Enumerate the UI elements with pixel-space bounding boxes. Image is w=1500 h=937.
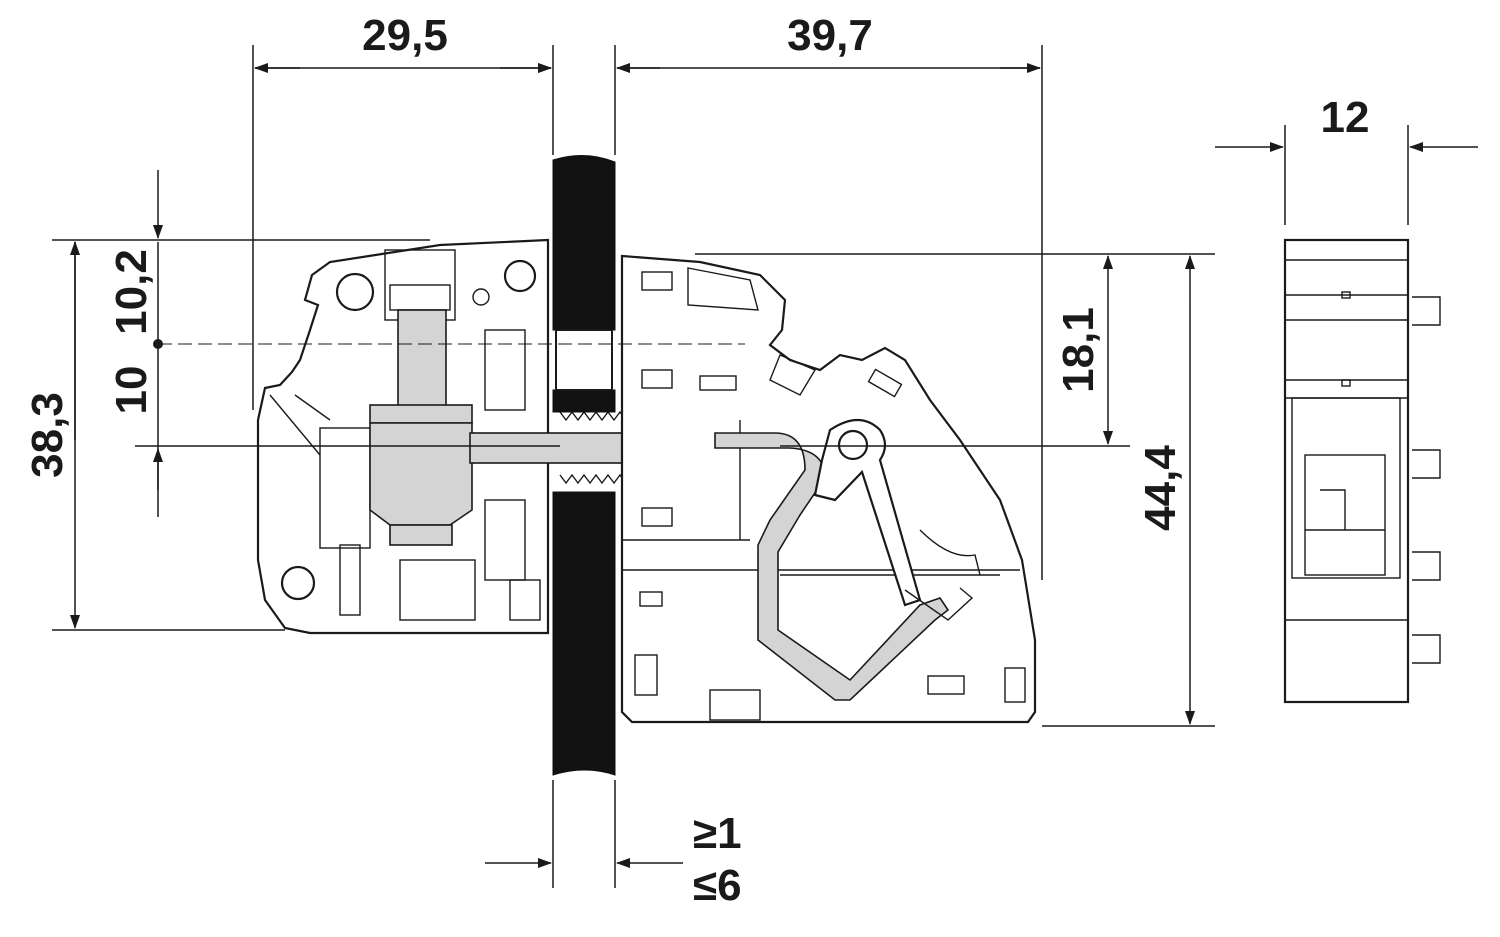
- side-view: [1283, 238, 1441, 704]
- left-housing: [256, 238, 550, 635]
- dim-side-view-width: 12: [1321, 93, 1370, 142]
- dim-top-right-width: 39,7: [787, 11, 873, 60]
- right-housing: [620, 254, 1037, 724]
- dim-right-total-height: 44,4: [1136, 445, 1185, 531]
- dim-left-upper-offset: 10,2: [107, 249, 156, 335]
- dim-panel-min: ≥1: [693, 809, 742, 858]
- dim-left-lower-offset: 10: [107, 366, 156, 415]
- dim-top-left-width: 29,5: [362, 11, 448, 60]
- dim-left-total-height: 38,3: [23, 392, 72, 478]
- dim-right-upper-height: 18,1: [1054, 307, 1103, 393]
- dim-panel-max: ≤6: [693, 861, 742, 910]
- mounting-panel: [552, 154, 616, 776]
- dimension-lines: [52, 45, 1478, 888]
